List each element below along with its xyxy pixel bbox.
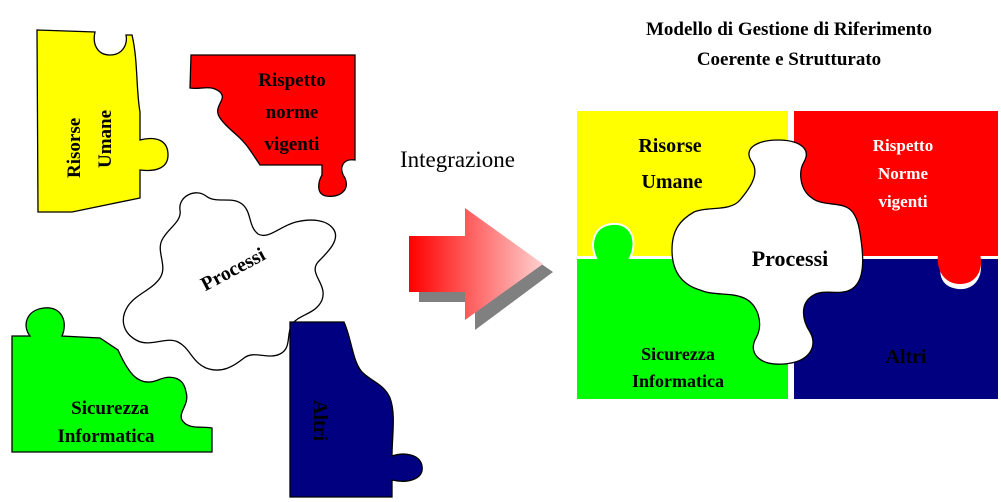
scattered-piece-altri: Altri (289, 321, 423, 498)
assembled-risorse-line1: Risorse (638, 135, 701, 157)
assembled-puzzle: Processi Risorse Umane Rispetto Norme vi… (575, 109, 1000, 401)
scattered-sicurezza-line2: Informatica (57, 426, 155, 447)
integrazione-label: Integrazione (400, 147, 515, 172)
green-puzzle-piece (11, 307, 213, 453)
scattered-rispetto-line1: Rispetto (258, 70, 326, 91)
scattered-sicurezza-line1: Sicurezza (71, 398, 149, 419)
diagram-title-line1: Modello di Gestione di Riferimento (646, 19, 932, 40)
scattered-piece-risorse-umane: Risorse Umane (36, 29, 169, 213)
scattered-altri-label: Altri (309, 400, 331, 442)
yellow-puzzle-piece (36, 29, 169, 213)
scattered-risorse-line1: Risorse (64, 118, 85, 178)
navy-puzzle-piece (289, 321, 423, 498)
assembled-sicurezza-line2: Informatica (632, 371, 724, 391)
assembled-processi-label: Processi (752, 246, 829, 271)
scattered-piece-sicurezza: Sicurezza Informatica (11, 307, 213, 453)
scattered-piece-rispetto-norme: Rispetto norme vigenti (189, 54, 356, 197)
diagram-title-line2: Coerente e Strutturato (697, 49, 881, 70)
assembled-rispetto-line1: Rispetto (873, 136, 933, 155)
assembled-altri-label: Altri (885, 346, 927, 368)
assembled-processi-piece (671, 139, 864, 365)
scattered-risorse-line2: Umane (95, 110, 116, 168)
assembled-sicurezza-line1: Sicurezza (641, 344, 715, 364)
red-puzzle-piece (189, 54, 356, 197)
scattered-rispetto-line3: vigenti (265, 134, 320, 155)
white-puzzle-piece (122, 192, 337, 371)
assembled-red-knob (937, 254, 982, 284)
assembled-rispetto-line2: Norme (878, 164, 928, 183)
assembled-risorse-line2: Umane (641, 171, 702, 193)
scattered-piece-processi: Processi (122, 192, 337, 371)
integration-arrow-icon (409, 208, 553, 330)
assembled-rispetto-line3: vigenti (878, 192, 927, 211)
scattered-rispetto-line2: norme (266, 102, 319, 123)
